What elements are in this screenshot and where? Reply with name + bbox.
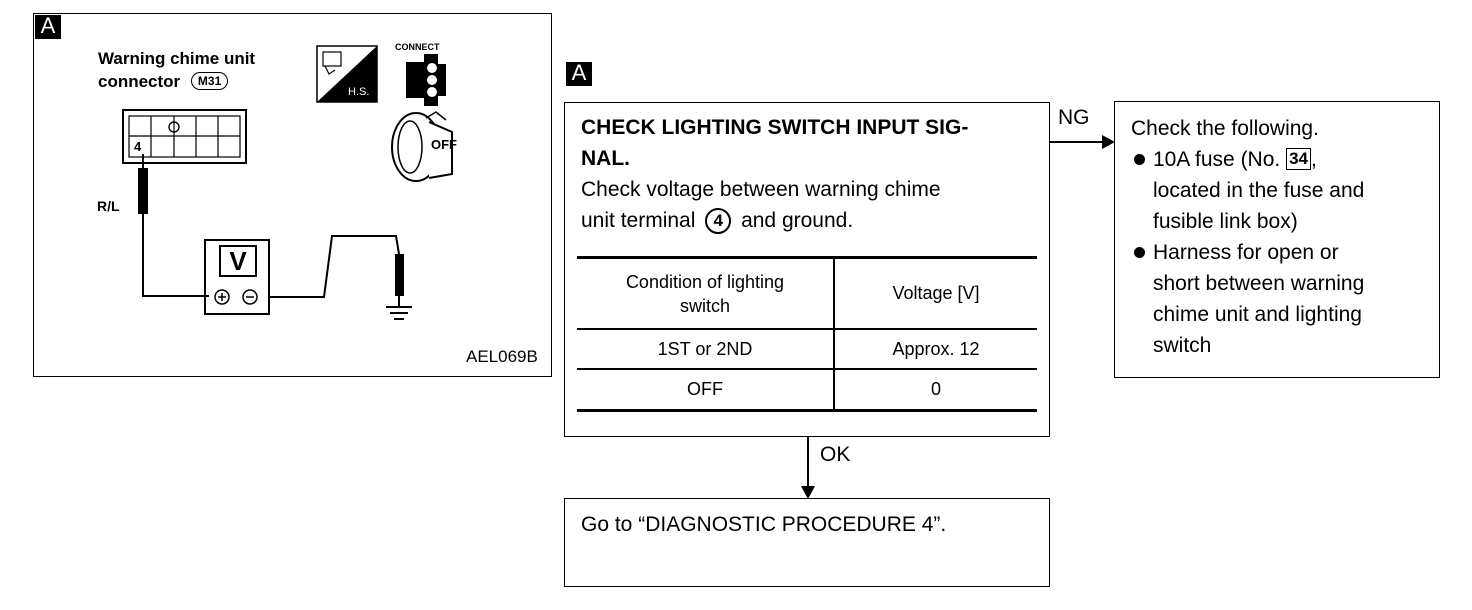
flow-tag: A [566,62,592,86]
table-header-row: Condition of lighting switch Voltage [V] [577,259,1037,330]
connector-title-line1: Warning chime unit [98,49,256,68]
wiring-diagram-panel: A Warning chime unit connector M31 [33,13,552,377]
ng-connector-line [1050,141,1104,143]
ng-result-box: Check the following. 10A fuse (No. 34, l… [1114,101,1440,378]
ignition-off-label: OFF [431,137,457,152]
terminal-badge: 4 [705,208,732,234]
voltmeter-label: V [229,246,247,276]
ok-connector-line [807,437,809,488]
step-heading-line1: CHECK LIGHTING SWITCH INPUT SIG- [581,116,969,139]
ng-label: NG [1058,106,1090,129]
negative-lead-ground [269,235,412,320]
list-item: 10A fuse (No. 34, located in the fuse an… [1131,144,1431,237]
positive-probe [138,154,209,297]
table-row: 1ST or 2ND Approx. 12 [577,329,1037,370]
row-condition: OFF [577,369,835,409]
wiring-diagram-svg [122,45,453,320]
ok-result-box: Go to “DIAGNOSTIC PROCEDURE 4”. [564,498,1050,587]
connector-title: Warning chime unit connector M31 [98,47,255,93]
ng-result-text: Check the following. 10A fuse (No. 34, l… [1131,113,1431,361]
fuse-number-badge: 34 [1286,148,1312,170]
list-item: Harness for open or short between warnin… [1131,237,1431,361]
voltmeter [204,239,270,315]
voltage-table-wrap: Condition of lighting switch Voltage [V]… [577,256,1037,412]
figure-code: AEL069B [466,347,538,366]
wire-color-label: R/L [97,198,120,214]
connect-label: CONNECT [395,42,440,52]
ignition-off-icon [391,111,453,182]
voltage-table: Condition of lighting switch Voltage [V]… [577,259,1037,409]
row-condition: 1ST or 2ND [577,329,835,370]
header-condition: Condition of lighting switch [577,259,835,330]
header-voltage: Voltage [V] [834,259,1037,330]
connector-id-badge: M31 [190,72,229,90]
connector-title-line2: connector [98,72,181,91]
table-row: OFF 0 [577,369,1037,409]
row-voltage: Approx. 12 [834,329,1037,370]
step-instruction-line2-pre: unit terminal [581,209,696,232]
check-step-box: CHECK LIGHTING SWITCH INPUT SIG- NAL. Ch… [564,102,1050,437]
ok-label: OK [820,443,851,466]
harness-side-icon [316,45,378,103]
hs-label: H.S. [348,86,370,98]
step-instruction-line2-post: and ground. [741,209,854,232]
row-voltage: 0 [930,379,941,399]
ng-arrow-icon [1102,135,1115,149]
step-instruction-line1: Check voltage between warning chime [581,178,941,201]
ok-arrow-icon [801,486,815,499]
ng-intro: Check the following. [1131,117,1319,140]
ng-check-list: 10A fuse (No. 34, located in the fuse an… [1131,144,1431,361]
connect-icon [406,54,446,106]
diagram-tag: A [35,15,61,39]
step-heading-line2: NAL. [581,147,630,170]
ok-result-text: Go to “DIAGNOSTIC PROCEDURE 4”. [581,513,947,536]
connector-m31 [122,109,247,164]
terminal-number: 4 [134,139,142,154]
check-step-text: CHECK LIGHTING SWITCH INPUT SIG- NAL. Ch… [581,112,1041,236]
